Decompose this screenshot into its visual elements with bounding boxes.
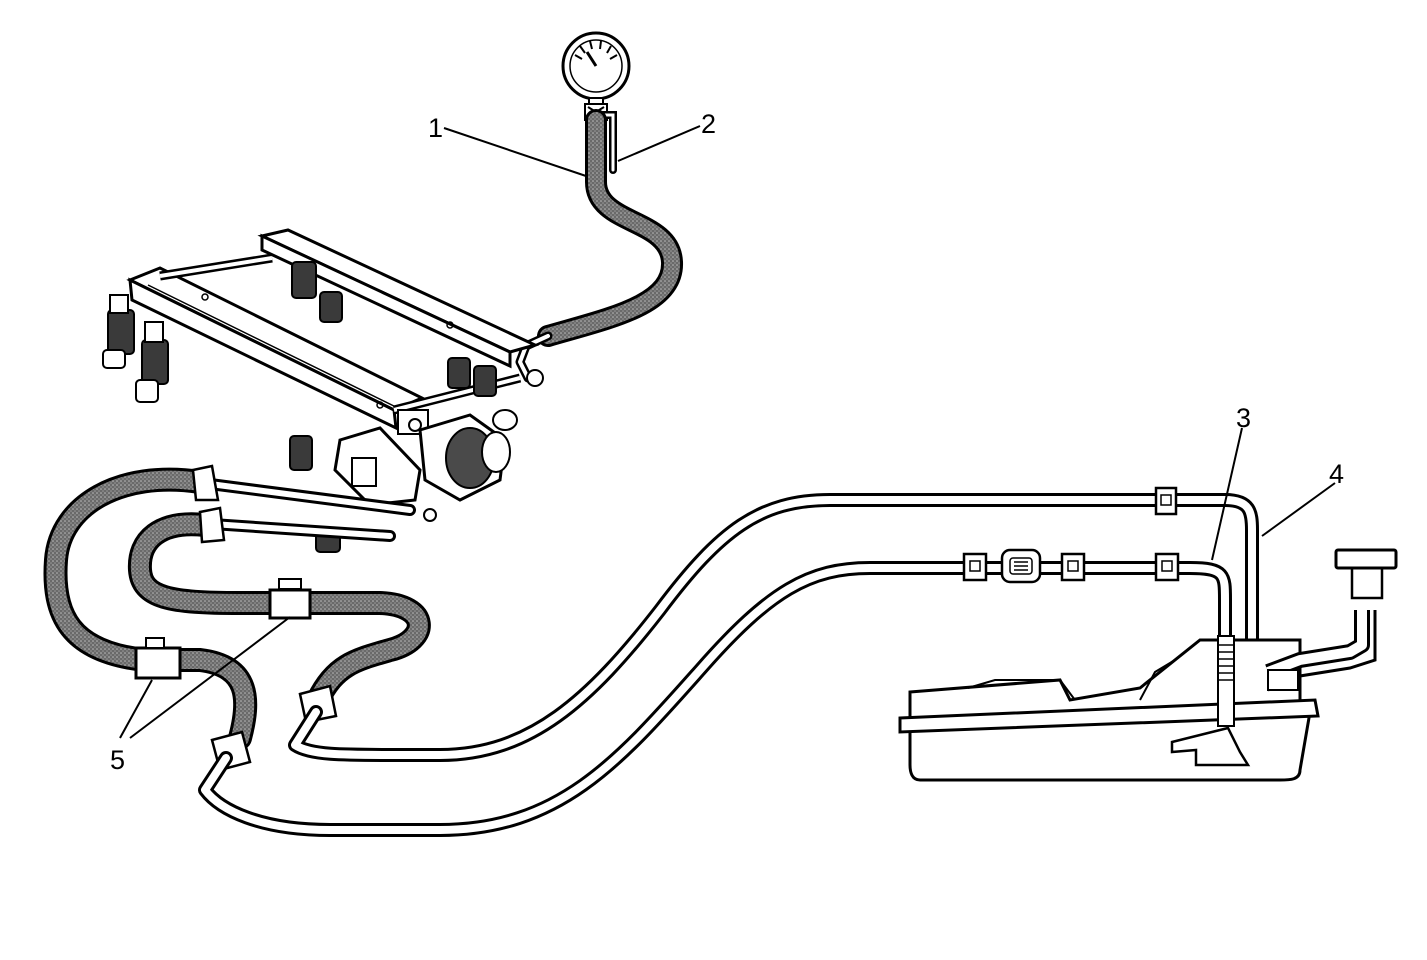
line-connector	[1154, 552, 1180, 582]
leader-line-2	[617, 125, 701, 162]
callout-5: 5	[110, 745, 125, 775]
fuel-filter	[1000, 548, 1042, 584]
callout-3: 3	[1236, 403, 1251, 433]
line-connector	[962, 552, 988, 582]
fuel-injector	[135, 321, 169, 403]
leader-line-5b	[129, 616, 291, 739]
fuel-pressure-regulator	[333, 369, 544, 522]
fuel-injector	[102, 294, 135, 369]
leader-line-4	[1261, 482, 1336, 537]
leader-line-1	[443, 127, 587, 177]
callout-4: 4	[1329, 459, 1344, 489]
fuel-injector	[447, 357, 497, 397]
leader-lines	[119, 125, 1336, 739]
fuel-injector	[291, 261, 343, 323]
gauge-needle	[585, 51, 598, 67]
hose-clamp	[268, 578, 312, 620]
fuel-pressure-gauge	[561, 31, 631, 121]
line-connector	[1060, 552, 1086, 582]
callout-1: 1	[428, 113, 443, 143]
leader-line-5a	[119, 679, 153, 739]
fuel-tank	[898, 548, 1398, 782]
callout-2: 2	[701, 109, 716, 139]
hose-clamp	[134, 637, 182, 680]
line-connector	[1154, 486, 1178, 516]
gauge-dial-ticks	[574, 40, 618, 60]
leader-line-3	[1211, 427, 1243, 561]
